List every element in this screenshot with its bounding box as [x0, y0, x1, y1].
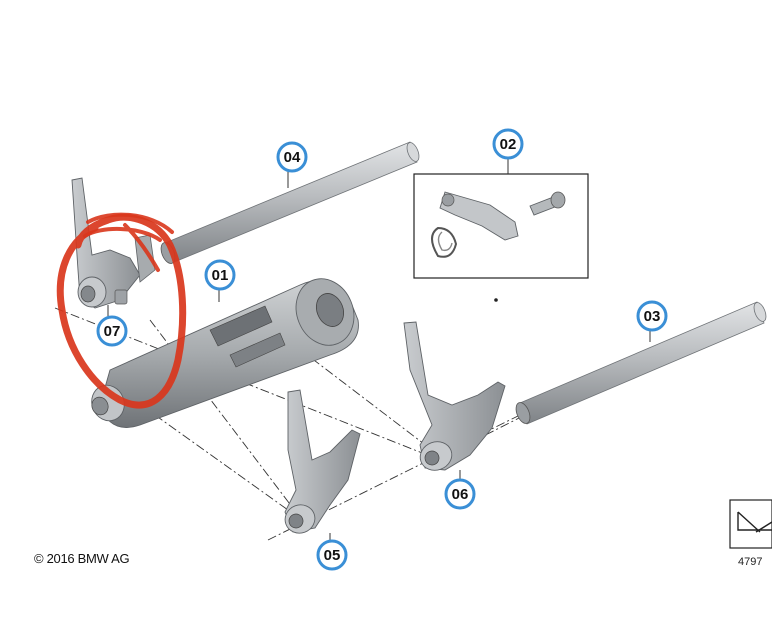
detail-box-02 — [413, 157, 589, 279]
callout-06: 06 — [444, 478, 476, 510]
red-annotation-scribble — [83, 212, 174, 272]
shift-rod-04 — [160, 141, 420, 264]
svg-text:03: 03 — [644, 308, 661, 325]
callout-01: 01 — [204, 259, 236, 291]
callout-04: 04 — [276, 141, 308, 173]
copyright-notice: © 2016 BMW AG — [34, 551, 130, 566]
svg-text:05: 05 — [324, 547, 341, 564]
svg-text:07: 07 — [104, 323, 121, 340]
callout-02: 02 — [492, 128, 524, 160]
callout-03: 03 — [636, 300, 668, 332]
shift-rod-03 — [515, 301, 767, 425]
part-symbol-icon — [729, 499, 772, 549]
shift-fork-05 — [284, 389, 361, 534]
shift-fork-06 — [403, 321, 506, 471]
callout-05: 05 — [316, 539, 348, 571]
shift-drum-01 — [91, 278, 359, 428]
red-annotation-circle — [56, 213, 187, 409]
shift-fork-07 — [71, 177, 156, 309]
callout-07: 07 — [96, 315, 128, 347]
figure-number: 4797 — [738, 556, 763, 568]
svg-text:06: 06 — [452, 486, 469, 503]
svg-text:01: 01 — [212, 267, 229, 284]
reference-dot — [494, 298, 498, 302]
svg-text:02: 02 — [500, 136, 517, 153]
svg-text:04: 04 — [284, 149, 301, 166]
